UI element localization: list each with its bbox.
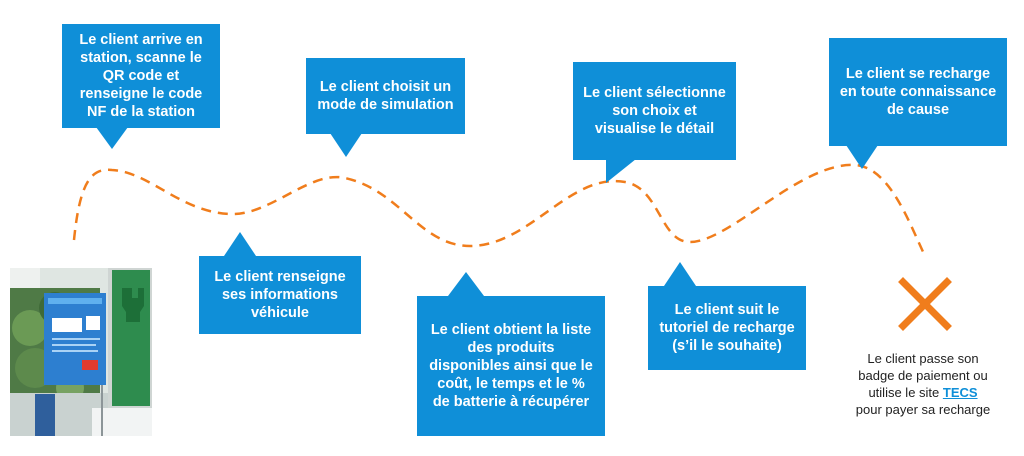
final-line-3: utilise le site TECS [836, 384, 1010, 401]
step-bubble-1: Le client arrive en station, scanne le Q… [62, 24, 220, 128]
step-text-6: Le client suit le tutoriel de recharge (… [659, 302, 795, 354]
step-bubble-2-tail [224, 232, 256, 256]
final-step-text: Le client passe son badge de paiement ou… [836, 350, 1010, 418]
charging-station-photo [10, 268, 152, 436]
journey-dashed-line [72, 163, 927, 257]
step-text-5: Le client sélectionne son choix et visua… [583, 85, 726, 137]
step-bubble-5-tail [606, 159, 636, 183]
charging-station-illustration [10, 268, 152, 436]
step-bubble-4-tail [448, 272, 484, 296]
step-text-3: Le client choisit un mode de simulation [317, 79, 454, 113]
final-line-4: pour payer sa recharge [855, 402, 991, 417]
step-text-2: Le client renseigne ses informations véh… [214, 269, 346, 321]
final-line-1: Le client passe son [867, 351, 979, 366]
step-bubble-6-tail [664, 262, 696, 286]
final-line-3-prefix: utilise le site [868, 385, 943, 400]
step-text-1: Le client arrive en station, scanne le Q… [79, 32, 203, 120]
tecs-link[interactable]: TECS [942, 385, 978, 400]
cross-icon [898, 277, 952, 331]
step-bubble-7-tail [846, 145, 878, 169]
step-bubble-3-tail [330, 133, 362, 157]
step-text-7: Le client se recharge en toute connaissa… [839, 66, 997, 118]
step-bubble-6: Le client suit le tutoriel de recharge (… [648, 286, 806, 370]
step-bubble-3: Le client choisit un mode de simulation [306, 58, 465, 134]
step-bubble-1-tail [96, 127, 128, 149]
step-bubble-4: Le client obtient la liste des produits … [417, 296, 605, 436]
step-bubble-5: Le client sélectionne son choix et visua… [573, 62, 736, 160]
step-bubble-7: Le client se recharge en toute connaissa… [829, 38, 1007, 146]
step-text-4: Le client obtient la liste des produits … [429, 322, 593, 410]
final-line-2: badge de paiement ou [858, 368, 988, 383]
step-bubble-2: Le client renseigne ses informations véh… [199, 256, 361, 334]
